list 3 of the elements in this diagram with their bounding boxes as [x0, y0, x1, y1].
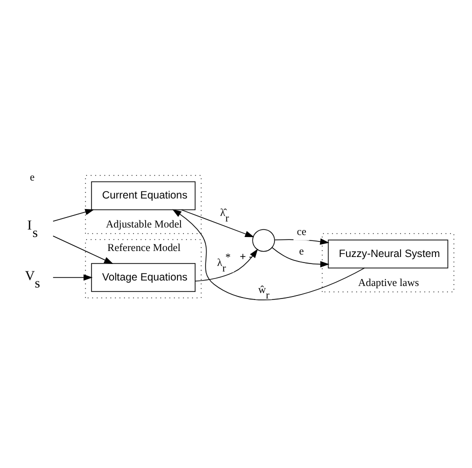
edge-label: ce [296, 226, 306, 238]
edge-label: e [299, 246, 304, 258]
label: e [30, 172, 35, 184]
